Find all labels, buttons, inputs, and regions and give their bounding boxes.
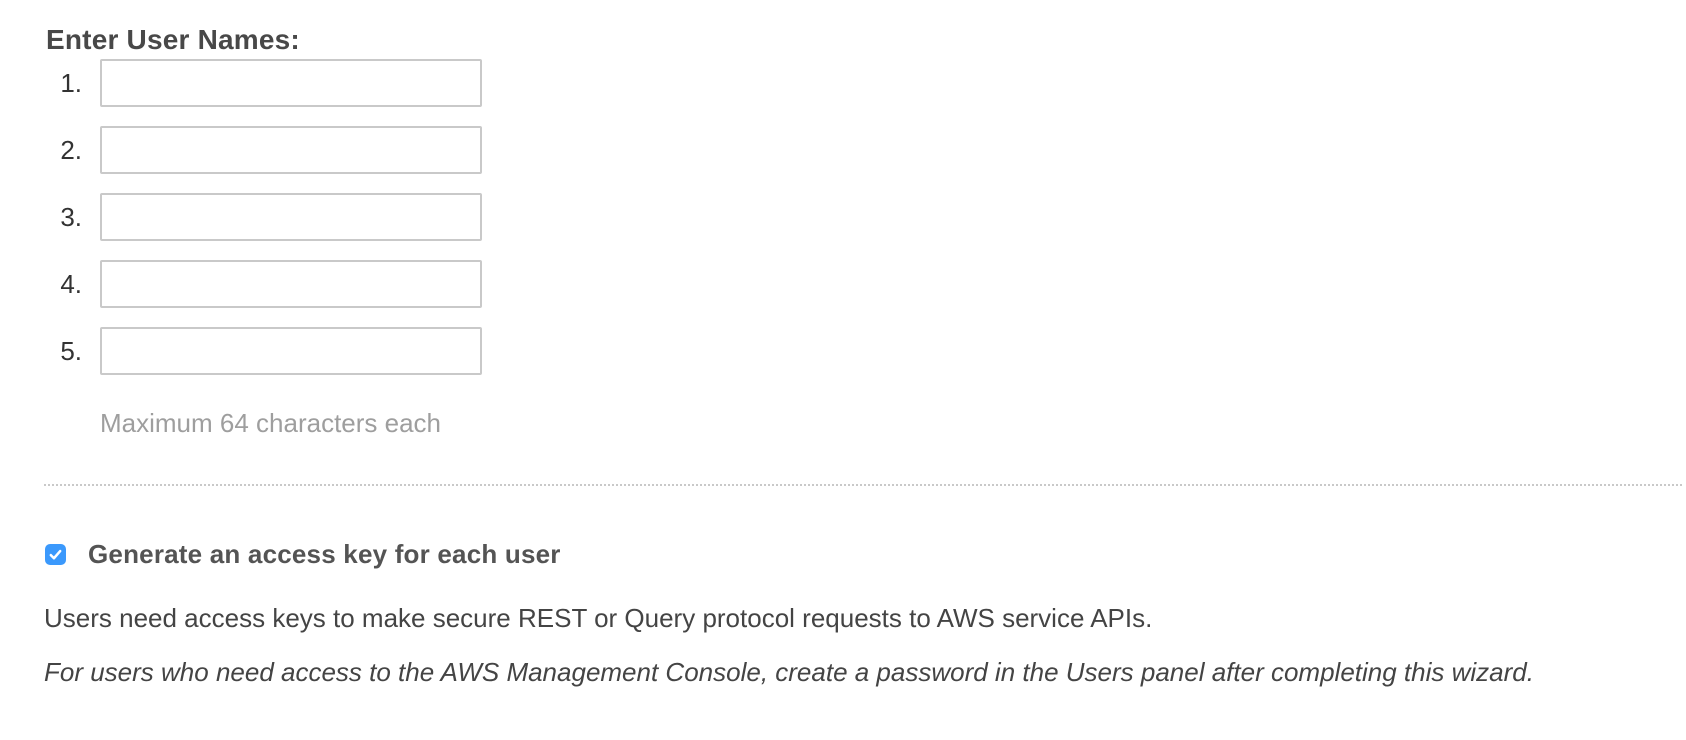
user-number-label: 2. [60,134,82,165]
section-divider [44,484,1682,486]
user-name-row: 4. [44,260,1686,308]
checkmark-icon [49,549,62,559]
user-name-input-3[interactable] [100,193,482,241]
max-characters-hint: Maximum 64 characters each [100,408,442,438]
user-name-row: 2. [44,126,1686,174]
user-number-label: 5. [60,335,82,366]
user-name-input-2[interactable] [100,126,482,174]
user-name-row: 1. [44,59,1686,107]
user-number-label: 1. [60,67,82,98]
user-name-list: 1. 2. 3. 4. 5. [44,59,1686,375]
generate-access-key-checkbox[interactable] [45,543,66,565]
user-name-input-4[interactable] [100,260,482,308]
user-name-row: 5. [44,327,1686,375]
user-name-row: 3. [44,193,1686,241]
generate-access-key-label[interactable]: Generate an access key for each user [88,539,561,569]
user-number-label: 3. [60,201,82,232]
generate-access-key-row: Generate an access key for each user [45,539,1686,569]
user-name-input-5[interactable] [100,327,482,375]
enter-user-names-heading: Enter User Names: [46,24,300,55]
user-name-input-1[interactable] [100,59,482,107]
user-number-label: 4. [60,268,82,299]
access-key-description: Users need access keys to make secure RE… [44,603,1153,633]
console-password-note: For users who need access to the AWS Man… [44,657,1534,687]
